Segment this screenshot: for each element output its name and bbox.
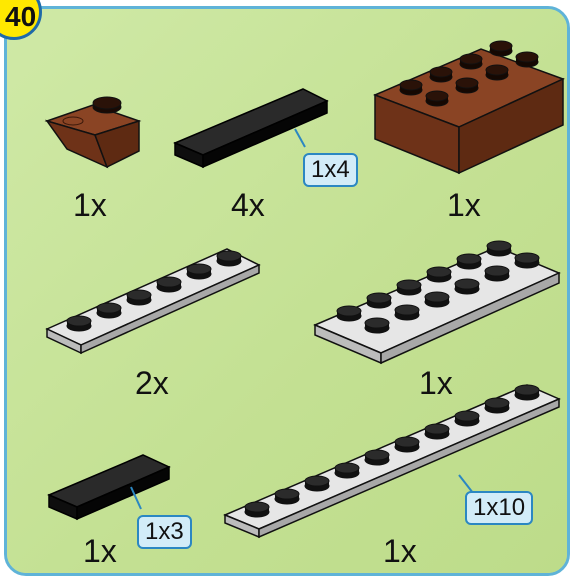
parts-illustration xyxy=(44,40,565,539)
tile-black-1x3-part xyxy=(47,454,171,521)
qty-plate-2x6: 1x xyxy=(419,365,453,401)
qty-brick-2x4: 1x xyxy=(447,187,481,223)
qty-plate-1x6: 2x xyxy=(135,365,169,401)
brick-brown-2x4-part xyxy=(373,40,565,175)
qty-tile-1x4: 4x xyxy=(231,187,265,223)
size-tag-1x3: 1x3 xyxy=(137,515,192,549)
step-panel: 1x 4x 1x4 1x 2x 1x 1x3 1x 1x10 1x xyxy=(4,6,570,576)
plate-gray-2x6-part xyxy=(313,240,561,365)
plate-gray-1x6-part xyxy=(45,248,261,355)
step-number: 40 xyxy=(5,1,37,32)
slope-brown-part xyxy=(44,96,142,169)
tile-black-1x4-part xyxy=(173,88,329,169)
plate-gray-1x10-part xyxy=(223,384,561,539)
qty-plate-1x10: 1x xyxy=(383,533,417,569)
size-tag-1x4: 1x4 xyxy=(303,153,358,187)
step-number-badge: 40 xyxy=(0,0,42,40)
qty-slope-brown: 1x xyxy=(73,187,107,223)
qty-tile-1x3: 1x xyxy=(83,533,117,569)
size-tag-1x10: 1x10 xyxy=(465,491,534,525)
